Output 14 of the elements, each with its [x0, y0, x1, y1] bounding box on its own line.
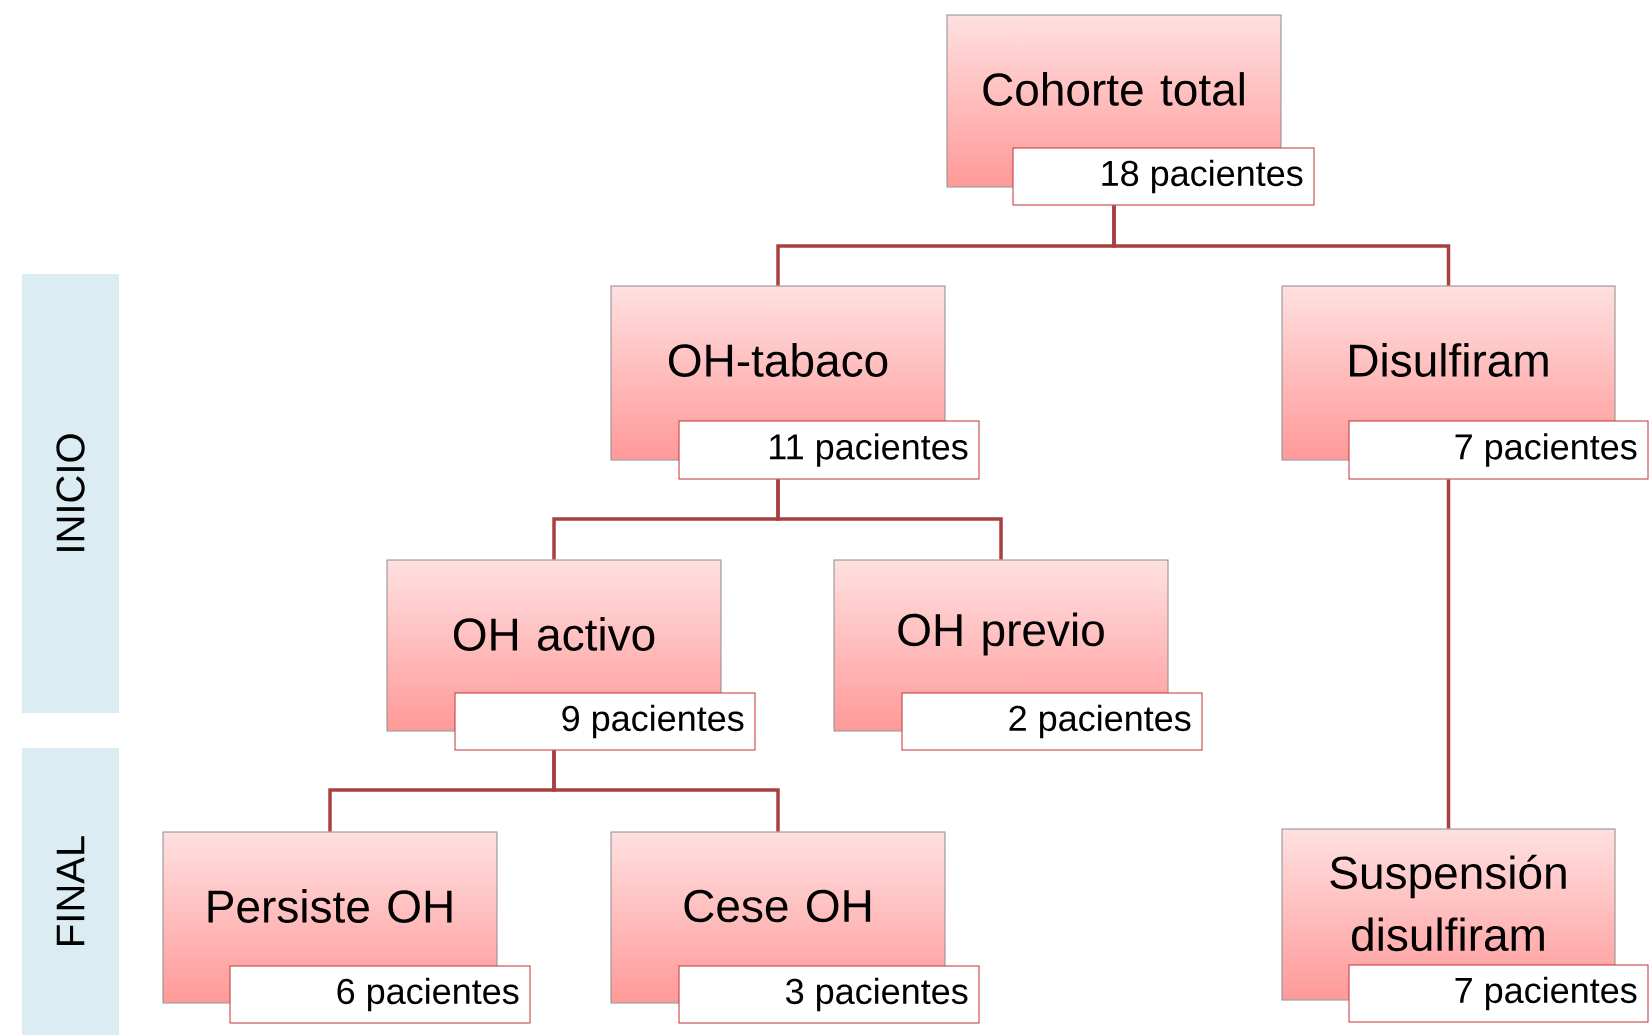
count-box: 7 pacientes	[1348, 420, 1649, 480]
count-box: 6 pacientes	[229, 965, 531, 1024]
phase-band: INICIO	[22, 274, 119, 713]
count-box: 2 pacientes	[901, 692, 1203, 751]
count-box: 3 pacientes	[678, 965, 980, 1024]
connector-line	[1112, 205, 1451, 286]
count-box: 7 pacientes	[1348, 964, 1649, 1023]
count-box: 11 pacientes	[678, 420, 980, 480]
count-box: 18 pacientes	[1012, 147, 1315, 206]
count-box: 9 pacientes	[454, 692, 756, 751]
connector-line	[552, 750, 780, 832]
connector-line	[1446, 479, 1451, 829]
phase-band: FINAL	[22, 748, 119, 1035]
connector-line	[776, 479, 1003, 560]
